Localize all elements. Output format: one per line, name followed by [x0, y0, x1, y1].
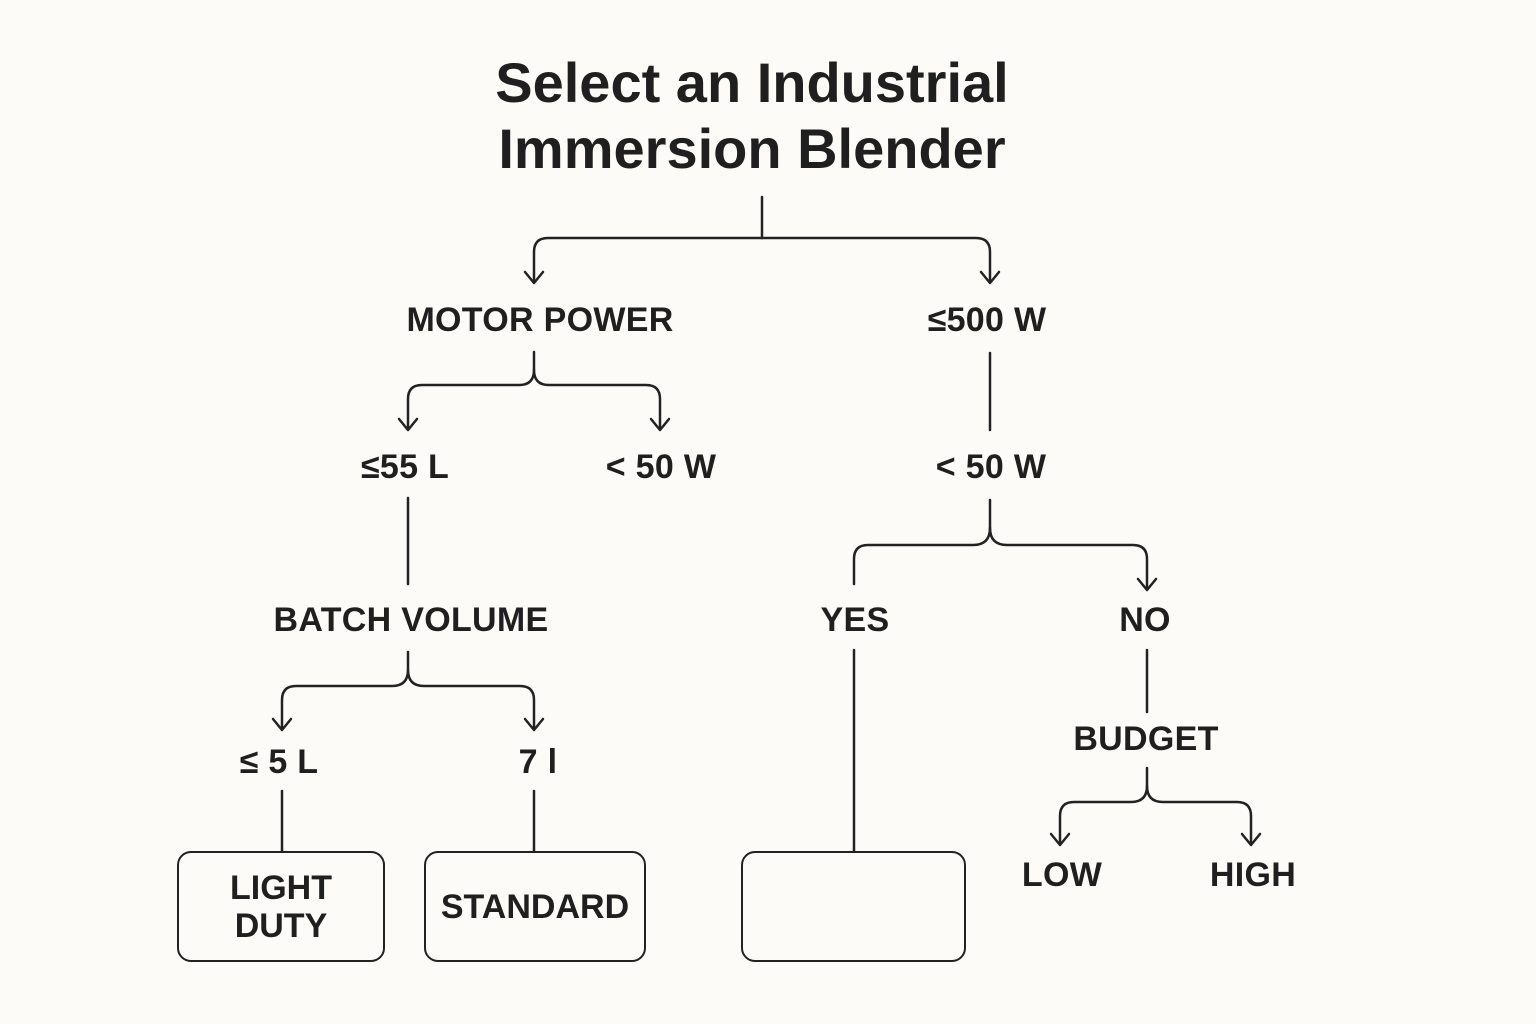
node-5l: ≤ 5 L — [239, 743, 319, 781]
node-motor-power: MOTOR POWER — [406, 301, 674, 339]
node-no: NO — [1119, 601, 1171, 639]
arrowhead-50w-left — [649, 417, 671, 432]
node-500w: ≤500 W — [927, 301, 1047, 339]
connector-batch-right — [406, 668, 536, 730]
node-batch-volume: BATCH VOLUME — [273, 601, 549, 639]
connector-motor-right — [532, 368, 662, 430]
arrowhead-motor — [523, 270, 545, 285]
connector-batch-stem — [280, 650, 410, 730]
box-standard: STANDARD — [424, 851, 646, 962]
node-budget: BUDGET — [1073, 720, 1219, 758]
connector-budget-right — [1145, 784, 1253, 845]
connector-budget-stem — [1058, 766, 1149, 845]
arrowhead-high — [1240, 832, 1262, 847]
arrowhead-7l — [523, 717, 545, 732]
connector-50w-right — [988, 526, 1149, 590]
arrowhead-500w — [979, 270, 1001, 285]
node-yes: YES — [820, 601, 890, 639]
node-50w-left: < 50 W — [605, 448, 717, 486]
node-50w-right: < 50 W — [935, 448, 1047, 486]
diagram-title: Select an Industrial Immersion Blender — [452, 50, 1052, 182]
node-high: HIGH — [1209, 856, 1297, 894]
node-7l: 7 l — [518, 743, 558, 781]
arrowhead-low — [1049, 832, 1071, 847]
box-standard-label: STANDARD — [440, 887, 630, 926]
box-light-duty-label: LIGHT DUTY — [230, 868, 332, 945]
connector-50w-stem — [852, 498, 992, 586]
title-line-1: Select an Industrial — [495, 51, 1009, 114]
box-light-duty: LIGHT DUTY — [177, 851, 385, 962]
node-55l: ≤55 L — [360, 448, 450, 486]
arrowhead-no — [1136, 577, 1158, 592]
connector-title-to-motor — [532, 236, 764, 284]
title-line-2: Immersion Blender — [498, 117, 1006, 180]
arrowhead-5l — [271, 717, 293, 732]
connector-motor-stem — [406, 350, 536, 430]
box-empty — [741, 851, 966, 962]
arrowhead-55l — [397, 417, 419, 432]
node-low: LOW — [1021, 856, 1103, 894]
connector-title-to-500w — [760, 236, 992, 284]
